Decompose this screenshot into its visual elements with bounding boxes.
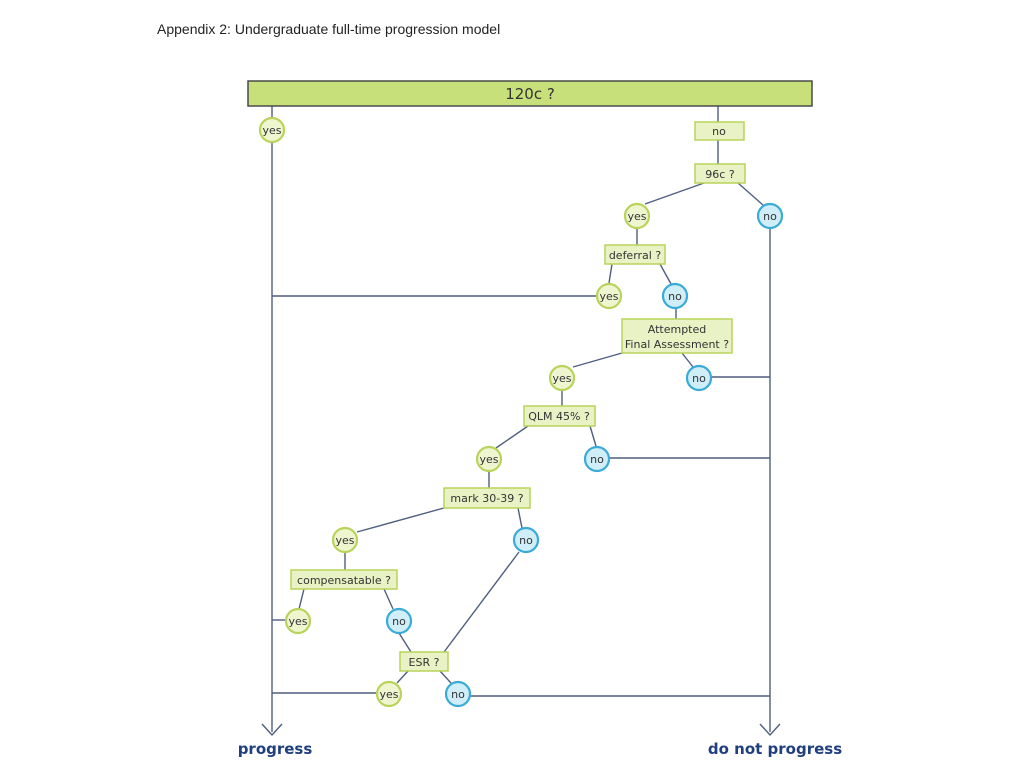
- outcome-do-not-progress: do not progress: [708, 740, 842, 758]
- answer-yes-compensatable: yes: [284, 607, 312, 635]
- decision-96-credits: 96c ?: [694, 163, 746, 184]
- answer-no-qlm-label: no: [590, 453, 604, 466]
- answer-yes-120-label: yes: [262, 124, 281, 137]
- answer-no-deferral-label: no: [668, 290, 682, 303]
- answer-yes-96-label: yes: [627, 210, 646, 223]
- answer-yes-qlm: yes: [475, 445, 503, 473]
- answer-no-120: no: [694, 121, 745, 141]
- answer-no-mark-label: no: [519, 534, 533, 547]
- decision-attempted-final-assessment: Attempted Final Assessment ?: [621, 318, 733, 354]
- decision-mark-label: mark 30-39 ?: [450, 492, 523, 505]
- decision-120-credits-label: 120c ?: [505, 85, 555, 103]
- answer-no-96: no: [756, 202, 784, 230]
- answer-yes-120: yes: [258, 116, 286, 144]
- answer-yes-attempted-label: yes: [552, 372, 571, 385]
- answer-no-120-label: no: [712, 125, 726, 138]
- page-title: Appendix 2: Undergraduate full-time prog…: [157, 21, 501, 37]
- answer-yes-esr-label: yes: [379, 688, 398, 701]
- decision-esr-label: ESR ?: [409, 656, 440, 669]
- answer-no-deferral: no: [661, 282, 689, 310]
- answer-no-attempted-label: no: [692, 372, 706, 385]
- decision-qlm: QLM 45% ?: [523, 405, 596, 427]
- answer-no-compensatable: no: [385, 607, 413, 635]
- decision-qlm-label: QLM 45% ?: [528, 410, 590, 423]
- answer-no-esr-label: no: [451, 688, 465, 701]
- answer-yes-deferral: yes: [595, 282, 623, 310]
- decision-attempted-label-line2: Final Assessment ?: [625, 338, 729, 351]
- decision-deferral: deferral ?: [604, 244, 666, 265]
- answer-yes-esr: yes: [375, 680, 403, 708]
- answer-yes-qlm-label: yes: [479, 453, 498, 466]
- answer-yes-attempted: yes: [548, 364, 576, 392]
- decision-compensatable-label: compensatable ?: [297, 574, 391, 587]
- connector-lines: [261, 106, 781, 737]
- decision-attempted-label-line1: Attempted: [648, 323, 707, 336]
- decision-compensatable: compensatable ?: [290, 569, 398, 590]
- answer-no-96-label: no: [763, 210, 777, 223]
- decision-mark: mark 30-39 ?: [443, 487, 531, 509]
- answer-yes-compensatable-label: yes: [288, 615, 307, 628]
- answer-no-mark: no: [512, 526, 540, 554]
- decision-esr: ESR ?: [399, 651, 449, 672]
- answer-yes-deferral-label: yes: [599, 290, 618, 303]
- answer-no-qlm: no: [583, 445, 611, 473]
- answer-no-esr: no: [444, 680, 472, 708]
- outcome-progress: progress: [238, 740, 313, 758]
- answer-no-compensatable-label: no: [392, 615, 406, 628]
- decision-deferral-label: deferral ?: [609, 249, 662, 262]
- decision-120-credits: 120c ?: [247, 80, 813, 107]
- answer-yes-mark-label: yes: [335, 534, 354, 547]
- answer-no-attempted: no: [685, 364, 713, 392]
- answer-yes-mark: yes: [331, 526, 359, 554]
- answer-yes-96: yes: [623, 202, 651, 230]
- decision-96-credits-label: 96c ?: [705, 168, 735, 181]
